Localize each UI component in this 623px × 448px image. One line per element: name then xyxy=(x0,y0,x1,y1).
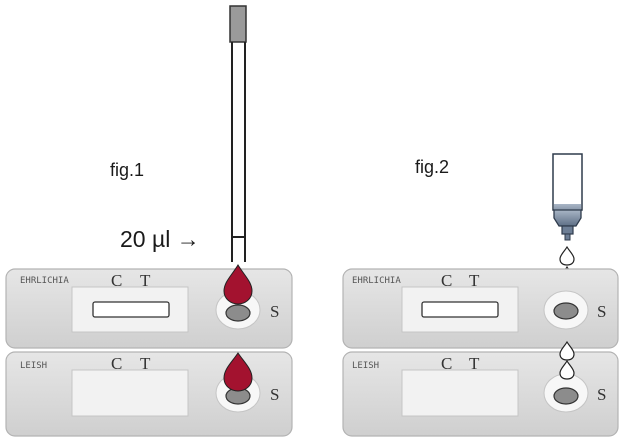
test-line-label: T xyxy=(140,271,151,290)
volume-label: 20 µl → xyxy=(120,226,200,252)
sample-well-label: S xyxy=(597,385,606,404)
sample-well-label: S xyxy=(597,302,606,321)
drop-icon xyxy=(559,245,575,266)
control-line-label: C xyxy=(441,354,452,373)
fig2-label: fig.2 xyxy=(415,157,449,177)
test-line-label: T xyxy=(140,354,151,373)
strip-name-leish: LEISH xyxy=(352,361,379,371)
strip-name-leish: LEISH xyxy=(20,361,47,371)
control-line-label: C xyxy=(111,271,122,290)
dropper-bottle-icon xyxy=(552,153,583,241)
sample-well-label: S xyxy=(270,385,279,404)
test-strip-ehrlichia xyxy=(342,268,619,349)
drop-icon xyxy=(559,359,575,380)
blood-drop-icon xyxy=(223,264,253,305)
fig1-label: fig.1 xyxy=(110,160,144,180)
pipette-icon xyxy=(229,5,247,262)
strip-name-ehrlichia: EHRLICHIA xyxy=(20,276,69,286)
test-strip-leish xyxy=(342,351,619,437)
control-line-label: C xyxy=(111,354,122,373)
sample-well-label: S xyxy=(270,302,279,321)
control-line-label: C xyxy=(441,271,452,290)
test-strip-leish xyxy=(5,351,293,437)
strip-name-ehrlichia: EHRLICHIA xyxy=(352,276,401,286)
test-strip-ehrlichia xyxy=(5,268,293,349)
blood-drop-icon xyxy=(223,352,253,392)
test-line-label: T xyxy=(469,271,480,290)
test-line-label: T xyxy=(469,354,480,373)
